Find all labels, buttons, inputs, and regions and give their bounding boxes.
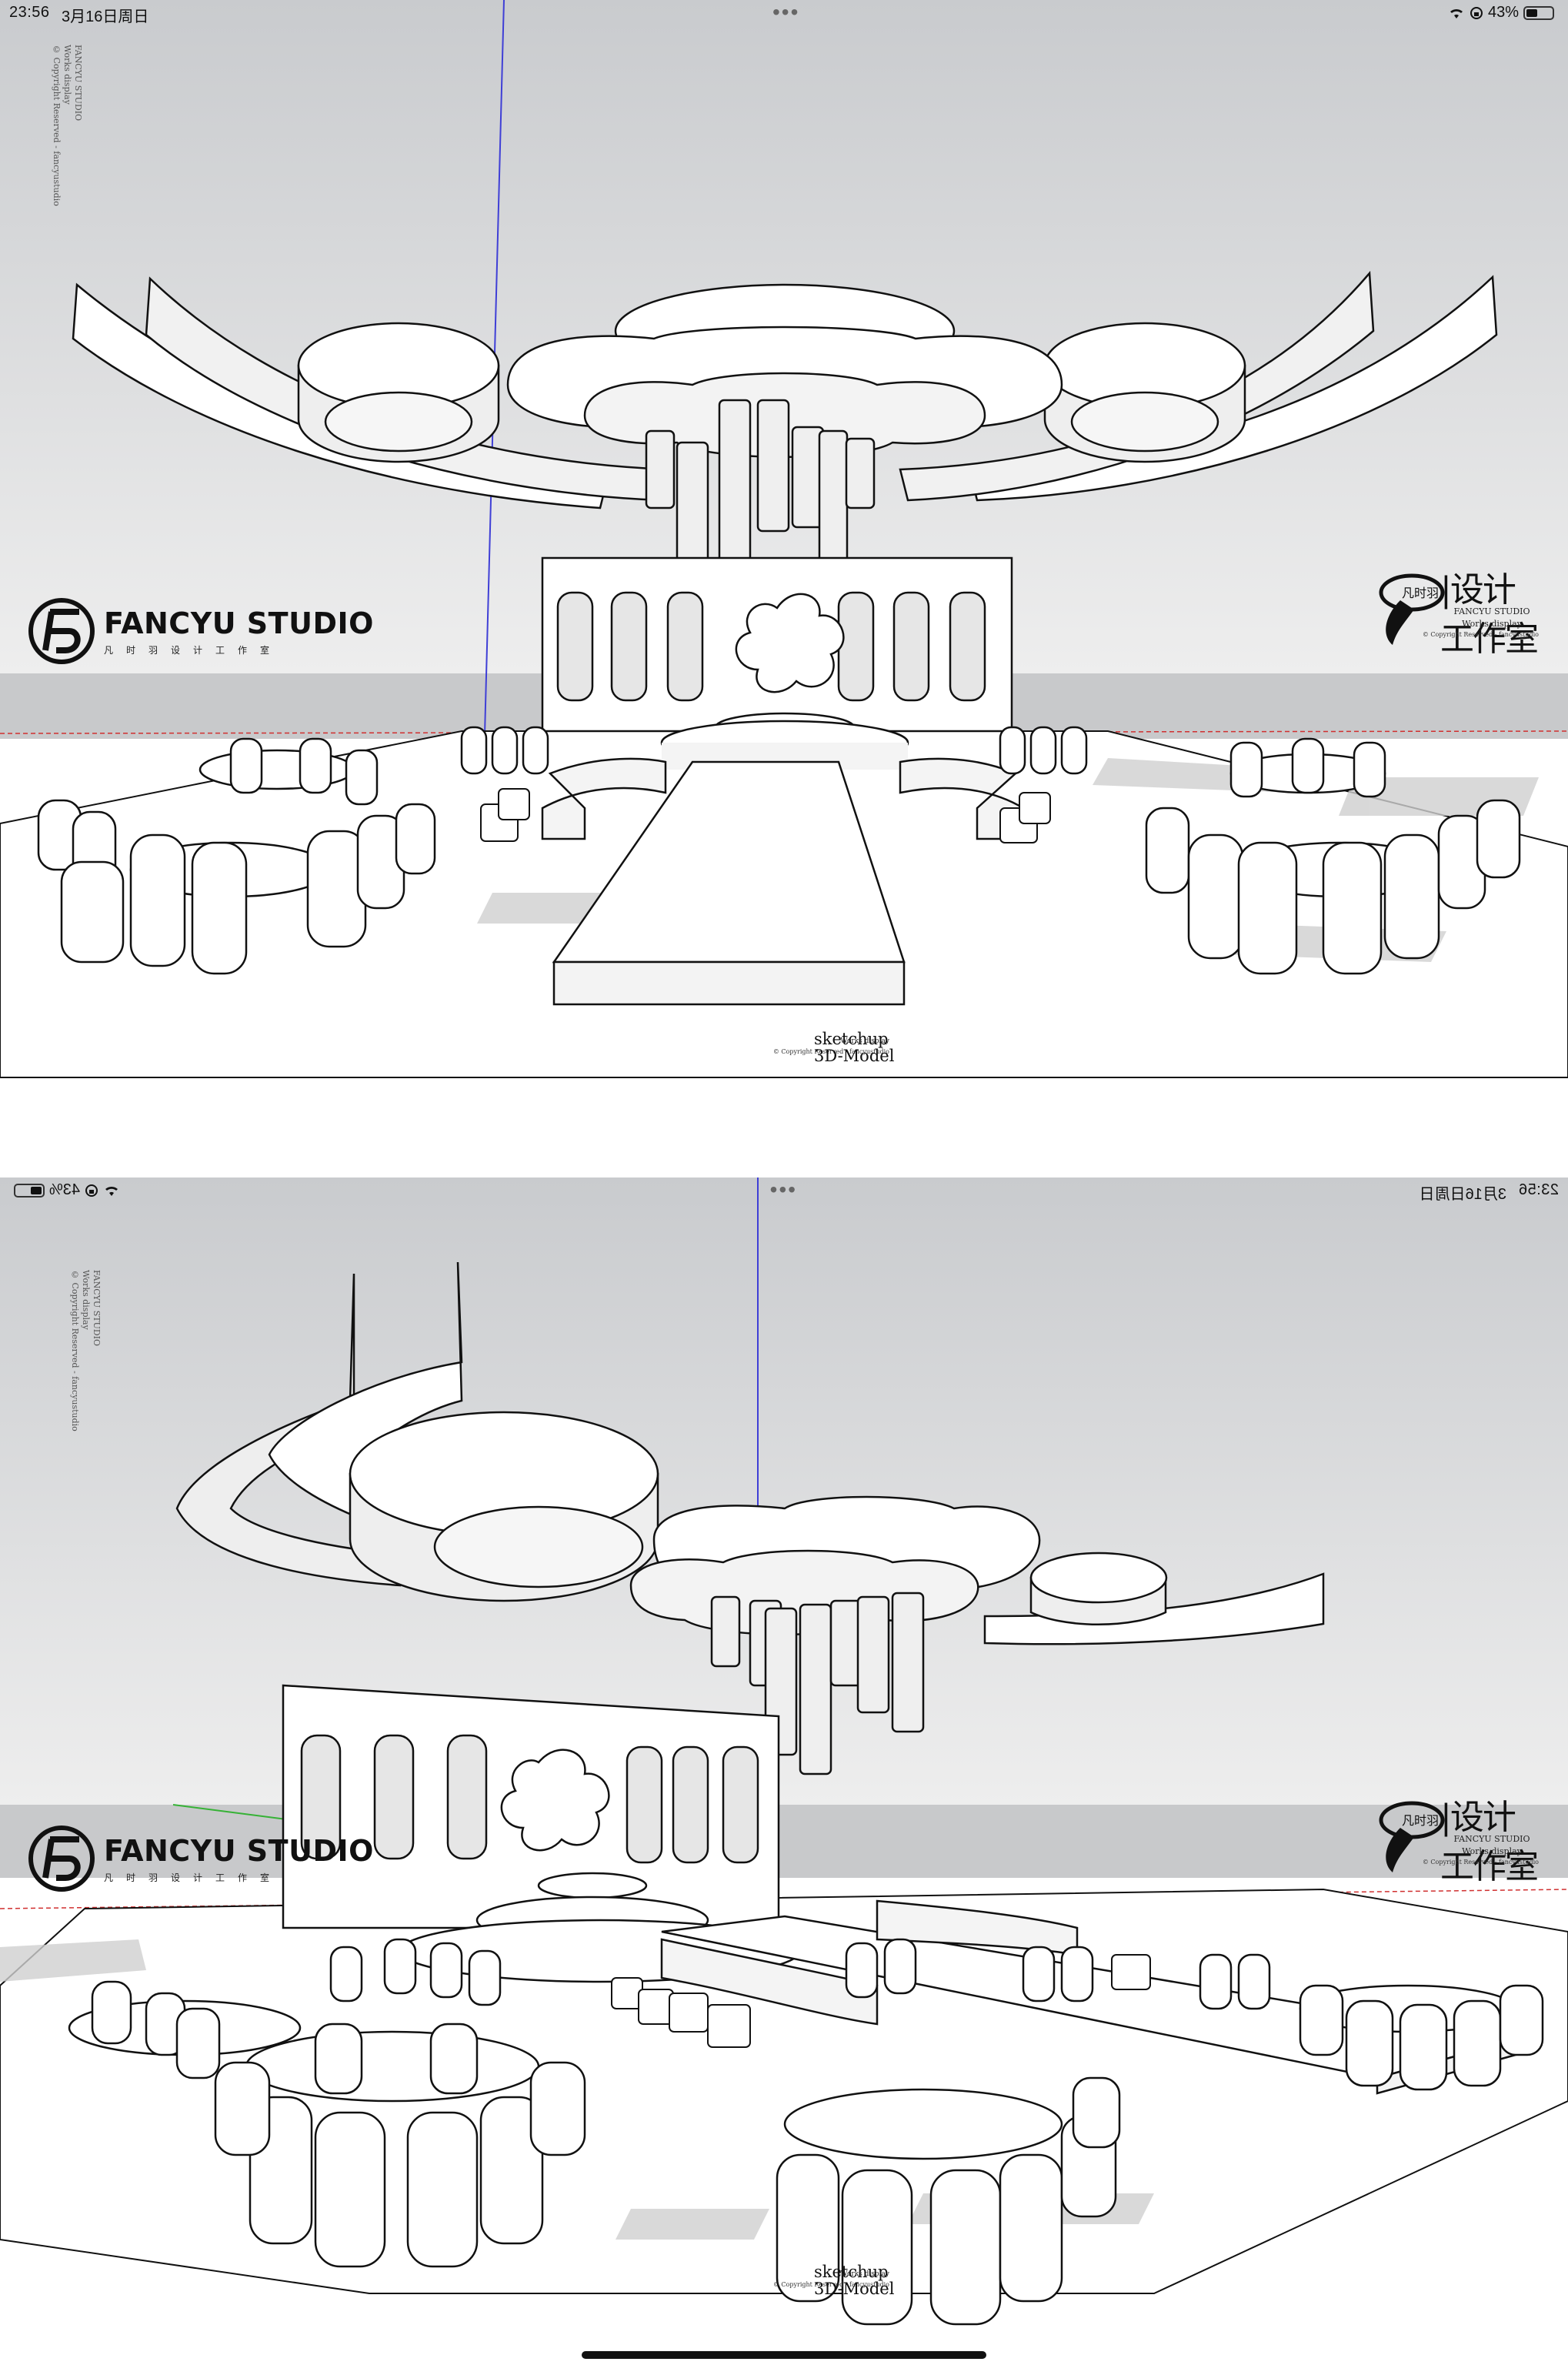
watermark-line-3: © Copyright Reserved - fancyustudio (70, 1270, 80, 1431)
studio-line-3: © Copyright Reserved - fancyustudio (1422, 1859, 1539, 1866)
studio-line-2: Works display (1462, 619, 1522, 629)
caption-copyright: © Copyright Reserved - fancyustudio (772, 1048, 889, 1055)
studio-seal-logo-right: 凡时羽 |设计工作室 FANCYU STUDIO Works display ©… (1369, 1789, 1539, 1889)
status-time: 23:56 (9, 4, 50, 21)
watermark-line-3: © Copyright Reserved - fancyustudio (52, 45, 62, 206)
multitask-dots[interactable]: ••• (772, 0, 800, 24)
watermark-line-1: FANCYU STUDIO (92, 1270, 102, 1347)
wifi-icon (1448, 6, 1465, 20)
model-caption: Works display © Copyright Reserved - fan… (773, 1030, 968, 1076)
caption-works-display: Works display (840, 2270, 889, 2278)
studio-line-1: FANCYU STUDIO (1453, 1834, 1530, 1844)
ground-band (0, 1805, 1568, 1882)
watermark-vertical-text: FANCYU STUDIO Works display © Copyright … (69, 1270, 102, 1431)
ring-drum-left (297, 322, 500, 463)
status-time: 23:56 (1518, 1181, 1559, 1198)
banquet-tables-left (37, 726, 549, 975)
sketchup-viewport-bottom[interactable] (0, 1177, 1568, 2365)
runway (552, 760, 906, 1006)
fancyu-f5-logo-icon (28, 1826, 95, 1892)
logo-name: FANCYU STUDIO (104, 1833, 374, 1868)
ring-drum-right (1043, 322, 1246, 463)
status-date: 3月16日周日 (62, 8, 149, 25)
caption-sketchup: sketchup (814, 2263, 889, 2281)
logo-subtitle: 凡时羽设计工作室 (104, 1872, 283, 1883)
home-indicator-bottom[interactable] (582, 2351, 986, 2359)
studio-seal-icon: 凡时羽 (1379, 1801, 1445, 1872)
caption-works-display: Works display (840, 1037, 889, 1045)
banquet-tables-right (776, 1938, 1544, 2326)
hanging-cylinders (645, 399, 876, 586)
model-caption: Works display © Copyright Reserved - fan… (773, 2263, 968, 2309)
logo-name: FANCYU STUDIO (104, 606, 374, 640)
fancyu-f5-logo-icon (28, 598, 95, 664)
studio-seal-logo-right: 凡时羽 |设计工作室 FANCYU STUDIO Works display ©… (1369, 562, 1539, 662)
studio-line-2: Works display (1462, 1846, 1522, 1856)
multitask-dots[interactable]: ••• (768, 1177, 796, 1201)
studio-line-1: FANCYU STUDIO (1453, 606, 1530, 616)
watermark-line-2: Works display (81, 1270, 91, 1330)
battery-icon (14, 1183, 45, 1198)
screenshot-panel-top: 23:56 3月16日周日 ••• 43% FANCYU STUDIO Work… (0, 0, 1568, 1154)
green-axis (172, 1804, 293, 1821)
studio-seal-icon: 凡时羽 (1379, 573, 1445, 645)
screenshot-panel-bottom: 23:56 3月16日周日 ••• 43% FANCYU STUDIO Work… (0, 1177, 1568, 2365)
battery-icon (1523, 5, 1554, 20)
cloud-ceiling (629, 1495, 1041, 1635)
orientation-lock-icon (85, 1184, 98, 1198)
svg-text:凡时羽: 凡时羽 (1402, 586, 1439, 600)
wifi-icon (103, 1184, 120, 1198)
ring-drum-right (1029, 1552, 1168, 1626)
fancyu-logo-left: FANCYU STUDIO 凡时羽设计工作室 (27, 1824, 374, 1893)
sketchup-viewport-top[interactable] (0, 0, 1568, 1154)
svg-text:凡时羽: 凡时羽 (1402, 1813, 1439, 1828)
curved-benches (660, 1899, 1079, 2026)
logo-subtitle: 凡时羽设计工作室 (104, 644, 283, 656)
battery-percent: 43% (49, 1181, 81, 1198)
banquet-tables-right (999, 726, 1521, 975)
status-right: 43% (1448, 4, 1554, 22)
studio-cn-title: |设计工作室 (1440, 1798, 1539, 1886)
ring-drum-left (349, 1411, 659, 1602)
studio-line-3: © Copyright Reserved - fancyustudio (1422, 631, 1539, 638)
status-bar: 23:56 3月16日周日 ••• 43% (0, 0, 1568, 28)
watermark-line-1: FANCYU STUDIO (73, 45, 83, 122)
fancyu-logo-left: FANCYU STUDIO 凡时羽设计工作室 (27, 596, 374, 666)
studio-cn-title: |设计工作室 (1440, 570, 1539, 659)
caption-copyright: © Copyright Reserved - fancyustudio (772, 2281, 889, 2288)
caption-3d-model: 3D-Model (814, 2280, 895, 2298)
caption-sketchup: sketchup (814, 1030, 889, 1048)
watermark-vertical-text: FANCYU STUDIO Works display © Copyright … (51, 45, 83, 206)
curved-benches (541, 757, 1025, 840)
status-right: 43% (14, 1181, 120, 1199)
caption-3d-model: 3D-Model (814, 1047, 895, 1065)
orientation-lock-icon (1470, 6, 1483, 20)
battery-percent: 43% (1487, 4, 1519, 21)
status-bar-mirrored: 23:56 3月16日周日 ••• 43% (0, 1177, 1568, 1205)
stools (611, 1954, 1151, 2048)
banquet-tables-left (68, 1938, 586, 2268)
backdrop-wall (541, 556, 1013, 733)
watermark-line-2: Works display (62, 45, 72, 105)
status-date: 3月16日周日 (1419, 1186, 1506, 1203)
stools (480, 788, 1051, 843)
backdrop-wall (282, 1684, 780, 1929)
